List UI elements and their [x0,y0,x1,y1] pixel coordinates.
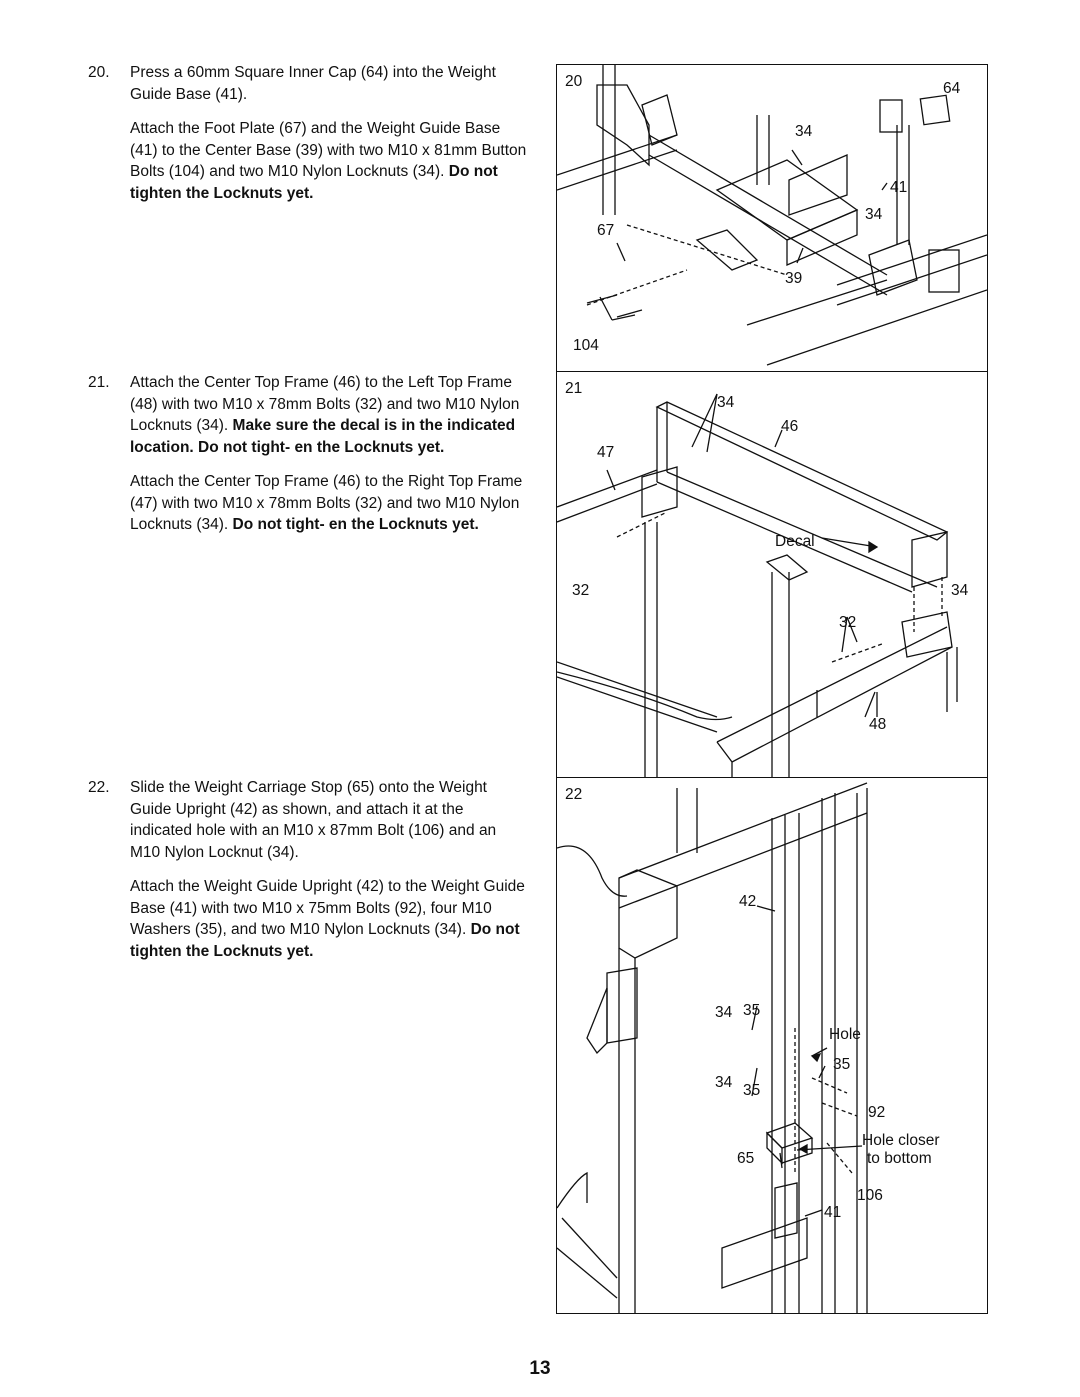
callout-hole-closer: Hole closer [862,1132,940,1149]
step-warning: Do not tighten the Locknuts yet. [130,921,520,960]
callout-34: 34 [715,1004,733,1021]
page-number: 13 [529,1358,551,1379]
step-warning: Make sure the decal is in the indicated … [130,417,516,456]
callout-35: 35 [743,1002,761,1019]
callout-92: 92 [868,1104,886,1121]
step-paragraph: Attach the Center Top Frame (46) to the … [130,471,528,536]
callout-34: 34 [715,1074,733,1091]
callout-48: 48 [869,716,887,733]
figure-step-label: 21 [565,380,583,397]
callout-46: 46 [781,418,799,435]
step-text: Press a 60mm Square Inner Cap (64) into … [130,64,496,103]
callout-64: 64 [943,80,961,97]
figure-step-label: 22 [565,786,583,803]
step-22: 22. Slide the Weight Carriage Stop (65) … [88,777,528,975]
callout-104: 104 [573,337,599,354]
callout-34: 34 [717,394,735,411]
step-text: Attach the Weight Guide Upright (42) to … [130,878,525,938]
step-paragraph: Attach the Foot Plate (67) and the Weigh… [130,118,528,204]
callout-decal: Decal [775,533,815,550]
callout-hole: Hole [829,1026,861,1043]
step-text: Attach the Center Top Frame (46) to the … [130,374,520,434]
figure-21-drawing [557,393,958,777]
callout-32: 32 [839,614,857,631]
step-paragraph: Slide the Weight Carriage Stop (65) onto… [130,777,528,863]
callout-41: 41 [824,1204,842,1221]
callout-34: 34 [865,206,883,223]
step-20: 20. Press a 60mm Square Inner Cap (64) i… [88,62,528,217]
callout-34: 34 [795,123,813,140]
step-paragraph: Attach the Center Top Frame (46) to the … [130,372,528,458]
step-paragraph: Attach the Weight Guide Upright (42) to … [130,876,528,962]
figure-step-22: 22 42 34 35 Hole 35 34 35 92 Hole closer… [556,777,988,1314]
step-text: Attach the Foot Plate (67) and the Weigh… [130,120,527,180]
callout-to-bottom: to bottom [867,1150,932,1167]
callout-35: 35 [833,1056,851,1073]
step-number: 21. [88,374,110,391]
callout-67: 67 [597,222,615,239]
callout-35: 35 [743,1082,761,1099]
callout-41: 41 [890,179,908,196]
step-21: 21. Attach the Center Top Frame (46) to … [88,372,528,549]
callout-42: 42 [739,893,757,910]
figure-step-21: 21 34 46 47 Decal 32 34 32 48 [556,371,988,778]
step-number: 22. [88,779,110,796]
step-paragraph: Press a 60mm Square Inner Cap (64) into … [130,62,528,105]
callout-34: 34 [951,582,969,599]
figure-22-drawing [557,782,868,1313]
figure-step-20: 20 64 34 41 34 67 39 104 [556,64,988,372]
callout-47: 47 [597,444,615,461]
callout-39: 39 [785,270,803,287]
figure-step-label: 20 [565,73,583,90]
step-warning: Do not tighten the Locknuts yet. [130,163,498,202]
callout-32: 32 [572,582,590,599]
callout-65: 65 [737,1150,755,1167]
step-text: Attach the Center Top Frame (46) to the … [130,473,523,533]
step-text: Slide the Weight Carriage Stop (65) onto… [130,779,497,861]
figure-20-drawing [557,65,987,366]
step-number: 20. [88,64,110,81]
callout-106: 106 [857,1187,883,1204]
step-warning: Do not tight- en the Locknuts yet. [232,516,479,533]
